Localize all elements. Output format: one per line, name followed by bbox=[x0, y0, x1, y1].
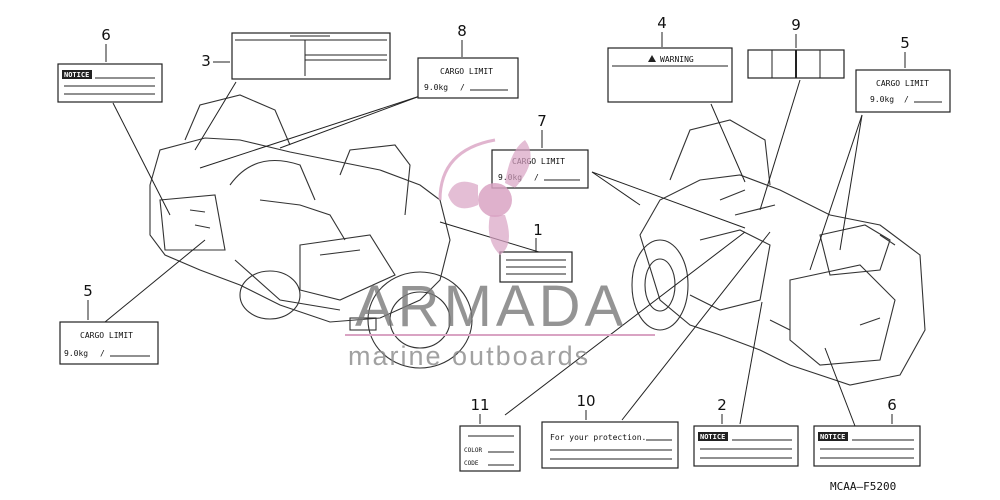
label-3: 3 bbox=[201, 32, 391, 80]
cargo-value-text: 9.0kg bbox=[424, 83, 448, 92]
notice-text: NOTICE bbox=[64, 71, 89, 79]
slash-text: / bbox=[904, 95, 909, 104]
label-5-right: 5 CARGO LIMIT 9.0kg / bbox=[855, 34, 951, 113]
cargo-limit-text: CARGO LIMIT bbox=[80, 331, 133, 340]
motorcycle-right-drawing bbox=[631, 119, 926, 386]
cargo-limit-text: CARGO LIMIT bbox=[876, 79, 929, 88]
watermark: ARMADA marine outboards bbox=[345, 138, 655, 371]
cargo-limit-text: CARGO LIMIT bbox=[440, 67, 493, 76]
label-8: 8 CARGO LIMIT 9.0kg / bbox=[417, 22, 519, 99]
callout-number: 8 bbox=[457, 22, 467, 40]
cargo-value-text: 9.0kg bbox=[870, 95, 894, 104]
callout-number: 9 bbox=[791, 16, 801, 34]
label-9: 9 bbox=[747, 16, 845, 79]
callout-number: 2 bbox=[717, 396, 727, 414]
warning-text: WARNING bbox=[660, 55, 694, 64]
label-2: 2 NOTICE bbox=[693, 396, 799, 467]
code-text: CODE bbox=[464, 460, 479, 467]
callout-number: 5 bbox=[900, 34, 910, 52]
label-6-right: 6 NOTICE bbox=[813, 396, 921, 467]
label-6-left: 6 NOTICE bbox=[57, 26, 163, 103]
leader-lines bbox=[104, 79, 863, 427]
figure-code: MCAA—F5200 bbox=[830, 480, 896, 493]
watermark-tagline: marine outboards bbox=[348, 341, 590, 371]
label-1: 1 bbox=[499, 221, 573, 283]
label-11: 11 COLOR CODE bbox=[459, 396, 521, 472]
callout-number: 4 bbox=[657, 14, 667, 32]
slash-text: / bbox=[460, 83, 465, 92]
propeller-logo-icon bbox=[438, 138, 531, 255]
notice-text: NOTICE bbox=[820, 433, 845, 441]
callout-number: 10 bbox=[576, 392, 595, 410]
label-10: 10 For your protection. bbox=[541, 392, 679, 469]
callout-number: 5 bbox=[83, 282, 93, 300]
label-5-left: 5 CARGO LIMIT 9.0kg / bbox=[59, 282, 159, 365]
slash-text: / bbox=[100, 349, 105, 358]
callout-number: 11 bbox=[470, 396, 489, 414]
callout-number: 6 bbox=[101, 26, 111, 44]
protection-text: For your protection. bbox=[550, 433, 646, 442]
callout-number: 6 bbox=[887, 396, 897, 414]
watermark-brand: ARMADA bbox=[355, 274, 627, 339]
callout-number: 3 bbox=[201, 52, 211, 70]
callout-number: 1 bbox=[533, 221, 543, 239]
notice-text: NOTICE bbox=[700, 433, 725, 441]
color-text: COLOR bbox=[464, 447, 482, 454]
cargo-value-text: 9.0kg bbox=[64, 349, 88, 358]
cargo-limit-text: CARGO LIMIT bbox=[512, 157, 565, 166]
motorcycle-left-drawing bbox=[149, 94, 473, 369]
slash-text: / bbox=[534, 173, 539, 182]
callout-number: 7 bbox=[537, 112, 547, 130]
label-4: 4 WARNING bbox=[607, 14, 733, 103]
